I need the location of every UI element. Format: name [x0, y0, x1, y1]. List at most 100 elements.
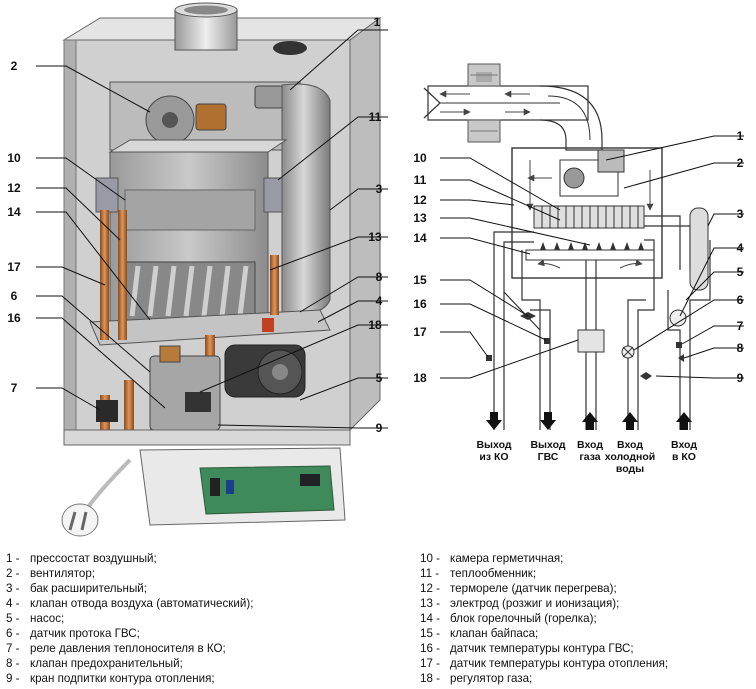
outlet-label: Выход — [530, 439, 565, 451]
legend-item: 1 - прессостат воздушный; — [6, 551, 253, 566]
legend-item: 13 - электрод (розжиг и ионизация); — [420, 596, 668, 611]
expansion-tank — [281, 83, 331, 316]
callout-number: 2 — [737, 156, 744, 170]
schematic-pipes — [493, 215, 711, 430]
callout-number: 9 — [737, 371, 744, 385]
callout-number: 18 — [368, 318, 382, 332]
schematic-gas-valve — [577, 329, 605, 353]
legend-item: 7 - реле давления теплоносителя в КО; — [6, 641, 253, 656]
arrow-up-icon — [622, 412, 638, 430]
callout-number: 4 — [376, 294, 383, 308]
callout-number: 7 — [737, 319, 744, 333]
legend-item-text: реле давления теплоносителя в КО; — [30, 642, 226, 655]
legend-item: 9 - кран подпитки контура отопления; — [6, 671, 253, 686]
legend-item-text: вентилятор; — [30, 567, 96, 580]
callout-number: 4 — [737, 241, 744, 255]
callout-number: 18 — [413, 371, 427, 385]
arrow-down-icon — [486, 412, 502, 430]
legend-item-number: 6 - — [6, 627, 20, 640]
legend-item: 8 -клапан предохранительный; — [6, 656, 253, 671]
schematic-pressure-switch — [676, 342, 682, 348]
leader-lines-right — [440, 135, 744, 379]
legend-item-number: 12 - — [420, 582, 440, 595]
callout-number: 16 — [413, 297, 427, 311]
legend-item: 10 - камера герметичная; — [420, 551, 668, 566]
legend-item-number: 16 - — [420, 642, 440, 655]
legend-item-number: 8 - — [6, 657, 20, 670]
legend-item: 15 - клапан байпаса; — [420, 626, 668, 641]
legend-item: 14 - блок горелочный (горелка); — [420, 611, 668, 626]
legend-item-text: термореле (датчик перегрева); — [450, 582, 617, 595]
legend-item-text: регулятор газа; — [450, 672, 533, 685]
schematic-burner — [525, 242, 655, 269]
legend-item-text: электрод (розжиг и ионизация); — [450, 597, 620, 610]
callout-number: 1 — [374, 15, 381, 29]
boiler-illustration — [61, 2, 382, 537]
callout-number: 3 — [376, 182, 383, 196]
legend-item: 18 - регулятор газа; — [420, 671, 668, 686]
legend-item: 4 -клапан отвода воздуха (автоматический… — [6, 596, 253, 611]
legend-item-number: 17 - — [420, 657, 440, 670]
legend-item-number: 14 - — [420, 612, 440, 625]
legend-item-number: 11 - — [420, 567, 440, 580]
outlet-label: газа — [579, 451, 600, 463]
legend-item-number: 13 - — [420, 597, 440, 610]
legend-item-text: блок горелочный (горелка); — [450, 612, 597, 625]
callout-number: 6 — [737, 293, 744, 307]
legend-item-number: 9 - — [6, 672, 20, 685]
arrow-down-icon — [540, 412, 556, 430]
callout-number: 5 — [376, 371, 383, 385]
arrow-up-icon — [582, 412, 598, 430]
legend-item-text: насос; — [30, 612, 65, 625]
legend-item-number: 2 - — [6, 567, 20, 580]
legend-item-number: 10 - — [420, 552, 440, 565]
power-plug — [61, 458, 132, 537]
legend-item-number: 7 - — [6, 642, 20, 655]
outlet-label: Вход — [577, 439, 603, 451]
schematic-fill-tap — [640, 372, 652, 380]
callout-number: 5 — [737, 265, 744, 279]
schematic-fan — [526, 149, 654, 211]
legend-item-number: 1 - — [6, 552, 20, 565]
callout-number: 10 — [413, 151, 427, 165]
callout-number: 16 — [7, 311, 21, 325]
circulation-pump — [224, 344, 306, 398]
legend-item-number: 5 - — [6, 612, 20, 625]
coaxial-flue — [423, 63, 603, 151]
schematic-pump — [669, 309, 687, 327]
callout-number: 3 — [737, 207, 744, 221]
legend-item-text: кран подпитки контура отопления; — [30, 672, 215, 685]
legend-item-text: клапан отвода воздуха (автоматический); — [30, 597, 254, 610]
callout-number: 13 — [368, 230, 382, 244]
legend-item: 2 - вентилятор; — [6, 566, 253, 581]
legend-item: 6 -датчик протока ГВС; — [6, 626, 253, 641]
outlet-label: Выход — [476, 439, 511, 451]
outlet-label: из КО — [479, 451, 508, 463]
legend-item-number: 18 - — [420, 672, 440, 685]
outlet-label: в КО — [672, 451, 696, 463]
callout-number: 1 — [737, 129, 744, 143]
legend-item-text: камера герметичная; — [450, 552, 564, 565]
callout-number: 8 — [737, 341, 744, 355]
legend-item-text: прессостат воздушный; — [30, 552, 157, 565]
legend-left: 1 -прессостат воздушный;2 -вентилятор;3 … — [6, 551, 253, 686]
flue-collar — [174, 2, 238, 51]
callout-number: 12 — [413, 193, 427, 207]
callout-number: 15 — [413, 273, 427, 287]
legend-item-number: 15 - — [420, 627, 440, 640]
legend-item-text: теплообменник; — [450, 567, 537, 580]
legend-right: 10 - камера герметичная; 11 - теплообменник… — [420, 551, 668, 686]
callout-number: 6 — [11, 289, 18, 303]
outlet-label: Вход — [617, 439, 643, 451]
outlet-label: Вход — [671, 439, 697, 451]
legend-item-text: клапан байпаса; — [450, 627, 539, 640]
combustion-chamber — [95, 139, 288, 331]
gas-valve — [149, 345, 221, 431]
